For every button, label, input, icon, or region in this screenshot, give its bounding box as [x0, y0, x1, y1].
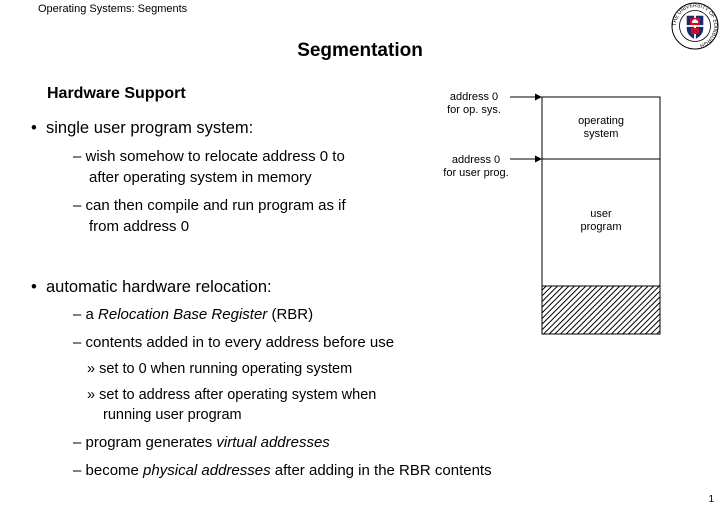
page-number: 1 [708, 494, 714, 505]
rbr-term: Relocation Base Register [98, 306, 268, 323]
bullet-dot: • [31, 278, 37, 296]
subsubbullet-set-address-cont: running user program [103, 407, 242, 423]
label-line: user [590, 208, 612, 220]
subbullet-rbr: – a Relocation Base Register (RBR) [73, 306, 313, 323]
label-line: for op. sys. [447, 104, 501, 116]
slide-subtitle: Hardware Support [47, 85, 186, 102]
label-operating-system: operating system [542, 115, 660, 141]
virtual-term: virtual addresses [216, 434, 330, 451]
subbullet-physical: – become physical addresses after adding… [73, 462, 492, 479]
subbullet-contents-added: – contents added in to every address bef… [73, 334, 395, 351]
label-line: system [583, 128, 619, 140]
rbr-suffix: (RBR) [267, 306, 314, 323]
subbullet-compile-cont: from address 0 [89, 218, 190, 235]
physical-suffix: after adding in the RBR contents [270, 462, 492, 479]
bullet-single-user: • single user program system: [31, 119, 253, 138]
virtual-prefix: – program generates [73, 434, 217, 451]
bullet-hardware-relocation: • automatic hardware relocation: [31, 278, 272, 297]
rbr-prefix: – a [73, 306, 99, 323]
slide-title: Segmentation [297, 40, 423, 61]
unused-memory-hatched [541, 285, 661, 335]
subbullet-relocate: – wish somehow to relocate address 0 to [73, 148, 345, 165]
label-line: address 0 [449, 91, 499, 103]
bullet-dot: • [31, 119, 37, 137]
label-address-os: address 0 for op. sys. [432, 91, 516, 117]
label-line: operating [578, 115, 624, 127]
subbullet-virtual: – program generates virtual addresses [73, 434, 330, 451]
course-header: Operating Systems: Segments [38, 3, 188, 15]
subbullet-relocate-cont: after operating system in memory [89, 169, 312, 186]
university-crest-logo: THE UNIVERSITY OF EDINBURGH [671, 2, 719, 50]
subsubbullet-set-address: » set to address after operating system … [87, 387, 377, 403]
bullet-text: automatic hardware relocation: [46, 278, 272, 296]
label-user-program: user program [542, 208, 660, 234]
physical-prefix: – become [73, 462, 144, 479]
bullet-text: single user program system: [46, 119, 254, 137]
physical-term: physical addresses [143, 462, 271, 479]
label-address-user: address 0 for user prog. [432, 154, 520, 180]
label-line: for user prog. [443, 167, 509, 179]
label-line: address 0 [451, 154, 501, 166]
subsubbullet-set-zero: » set to 0 when running operating system [87, 361, 353, 377]
subbullet-compile: – can then compile and run program as if [73, 197, 346, 214]
label-line: program [580, 221, 622, 233]
